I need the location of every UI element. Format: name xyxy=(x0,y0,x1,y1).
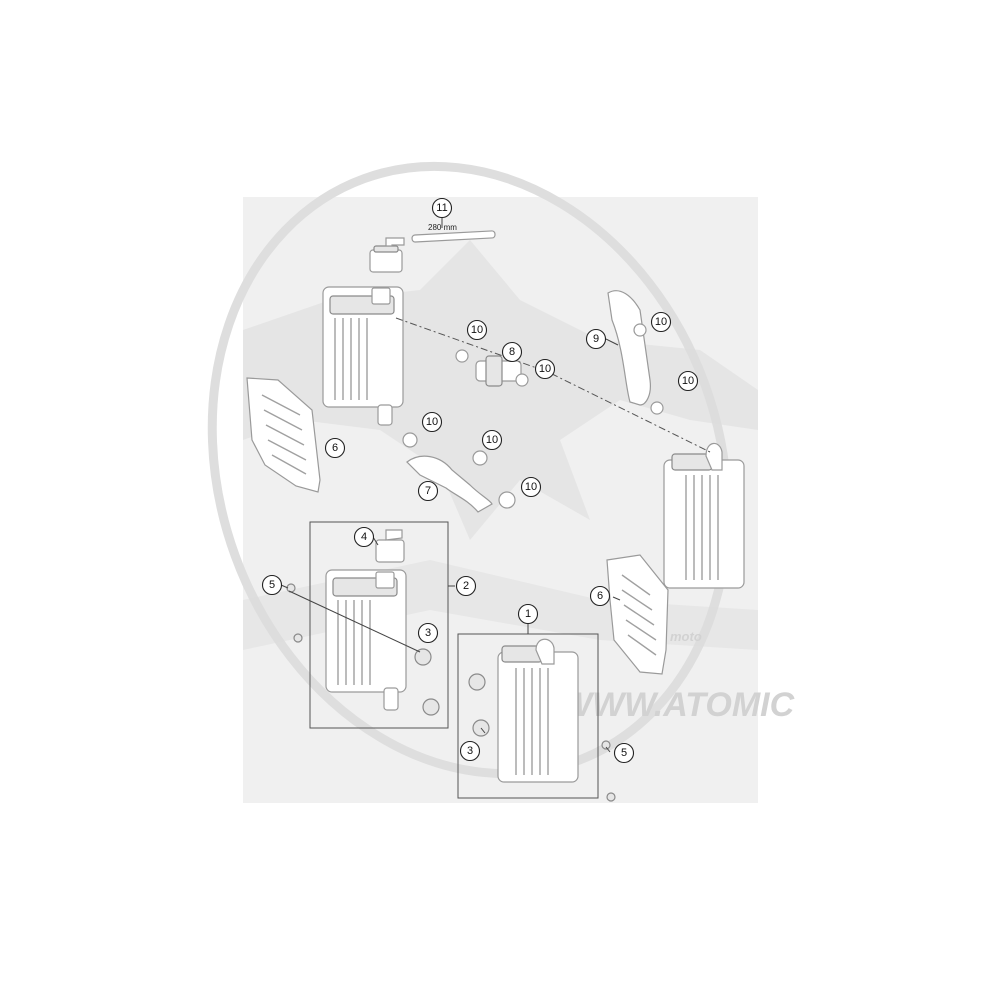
callout-3-a-label: 3 xyxy=(425,627,431,639)
part-2-left-radiator xyxy=(286,529,440,716)
callout-2: 2 xyxy=(455,575,477,597)
callout-9-label: 9 xyxy=(593,333,599,345)
callout-10-d: 10 xyxy=(677,370,699,392)
callout-3-b: 3 xyxy=(459,740,481,762)
callout-8: 8 xyxy=(501,341,523,363)
watermark-subtext: moto xyxy=(670,629,702,644)
callout-8-label: 8 xyxy=(509,346,515,358)
part-2-group-box xyxy=(309,521,449,729)
callout-10-e-label: 10 xyxy=(426,416,438,428)
callout-10-c-label: 10 xyxy=(655,316,667,328)
callout-11-label: 11 xyxy=(436,202,447,214)
callout-5-b-label: 5 xyxy=(621,747,627,759)
callout-3-a: 3 xyxy=(417,622,439,644)
callout-7: 7 xyxy=(417,480,439,502)
callout-6-a-label: 6 xyxy=(332,442,338,454)
right-radiator-assembled xyxy=(663,442,745,589)
dimension-label: 280 mm xyxy=(428,223,457,232)
callout-10-f-label: 10 xyxy=(486,434,498,446)
callout-10-e: 10 xyxy=(421,411,443,433)
part-6-cover-right xyxy=(606,554,669,675)
callout-6-b: 6 xyxy=(589,585,611,607)
part-7-hose xyxy=(402,432,516,513)
callout-11: 11 xyxy=(431,197,453,219)
callout-10-b: 10 xyxy=(534,358,556,380)
callout-layer: 11 10 8 10 9 10 10 10 10 6 10 7 10 4 2 5… xyxy=(261,197,699,764)
callout-10-f: 10 xyxy=(481,429,503,451)
callout-10-a-label: 10 xyxy=(471,324,483,336)
callout-7-label: 7 xyxy=(425,485,431,497)
callout-1: 1 xyxy=(517,603,539,625)
callout-3-b-label: 3 xyxy=(467,745,473,757)
part-8-hose-connector xyxy=(455,349,529,387)
part-11-bleed-hose: 280 mm xyxy=(411,223,496,243)
callout-9: 9 xyxy=(585,328,607,350)
callout-1-label: 1 xyxy=(525,608,531,620)
callout-10-b-label: 10 xyxy=(539,363,551,375)
callout-5-a: 5 xyxy=(261,574,283,596)
callout-5-b: 5 xyxy=(613,742,635,764)
callout-10-a: 10 xyxy=(466,319,488,341)
callout-6-b-label: 6 xyxy=(597,590,603,602)
callout-4: 4 xyxy=(353,526,375,548)
callout-10-d-label: 10 xyxy=(682,375,694,387)
callout-4-label: 4 xyxy=(361,531,367,543)
watermark-text: WWW.ATOMIC xyxy=(560,686,795,724)
callout-5-a-label: 5 xyxy=(269,579,275,591)
left-radiator-assembled xyxy=(322,286,404,426)
callout-10-c: 10 xyxy=(650,311,672,333)
radiator-cap-top xyxy=(369,237,405,273)
part-9-hose xyxy=(607,290,664,415)
callout-10-g: 10 xyxy=(520,476,542,498)
callout-10-g-label: 10 xyxy=(525,481,537,493)
callout-2-label: 2 xyxy=(463,580,469,592)
callout-6-a: 6 xyxy=(324,437,346,459)
part-6-cover-left xyxy=(246,377,321,493)
